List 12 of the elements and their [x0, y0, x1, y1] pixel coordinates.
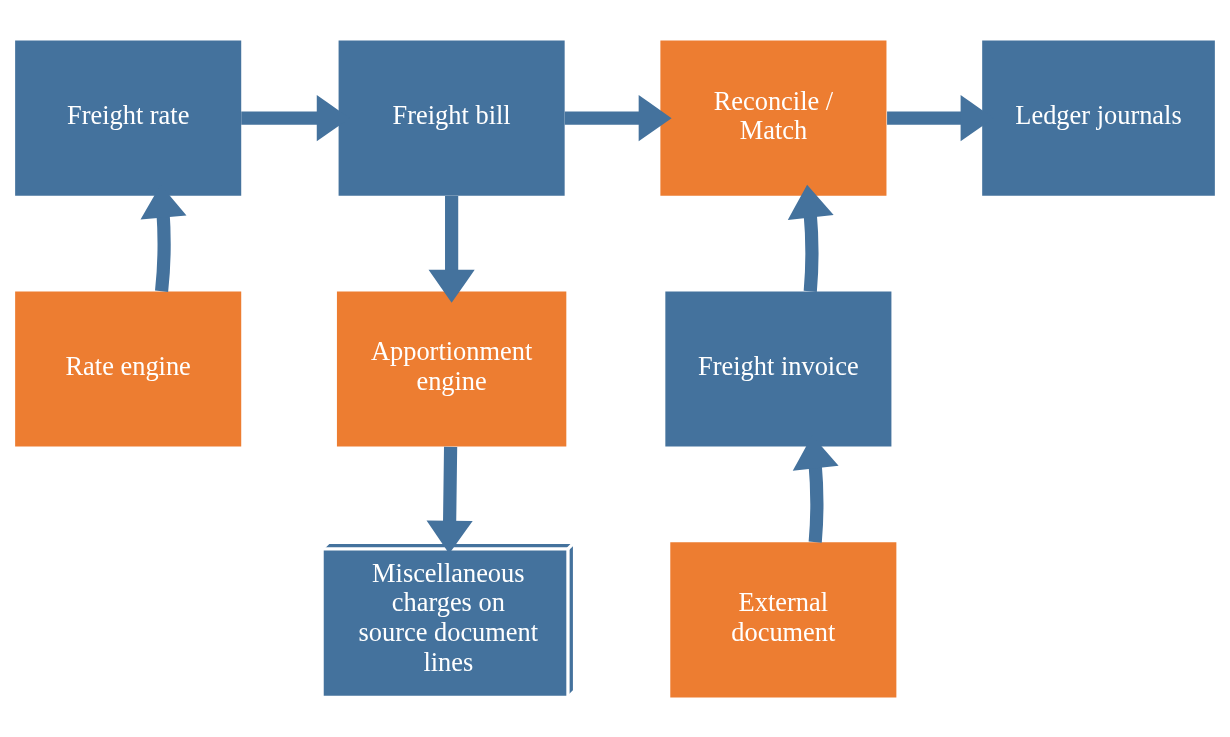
arrow — [428, 195, 475, 303]
node-box: Apportionment engine — [336, 290, 567, 447]
node-box: Freight bill — [338, 40, 565, 196]
node-box: Reconcile / Match — [660, 40, 887, 196]
node-box: Rate engine — [15, 290, 242, 447]
arrow — [426, 446, 473, 554]
node-box: External document — [670, 541, 897, 697]
arrow — [564, 94, 672, 141]
node-box: Ledger journals — [982, 40, 1215, 196]
node-box: Freight rate — [15, 40, 242, 196]
arrow — [787, 184, 834, 292]
node-box: Freight invoice — [665, 290, 892, 447]
